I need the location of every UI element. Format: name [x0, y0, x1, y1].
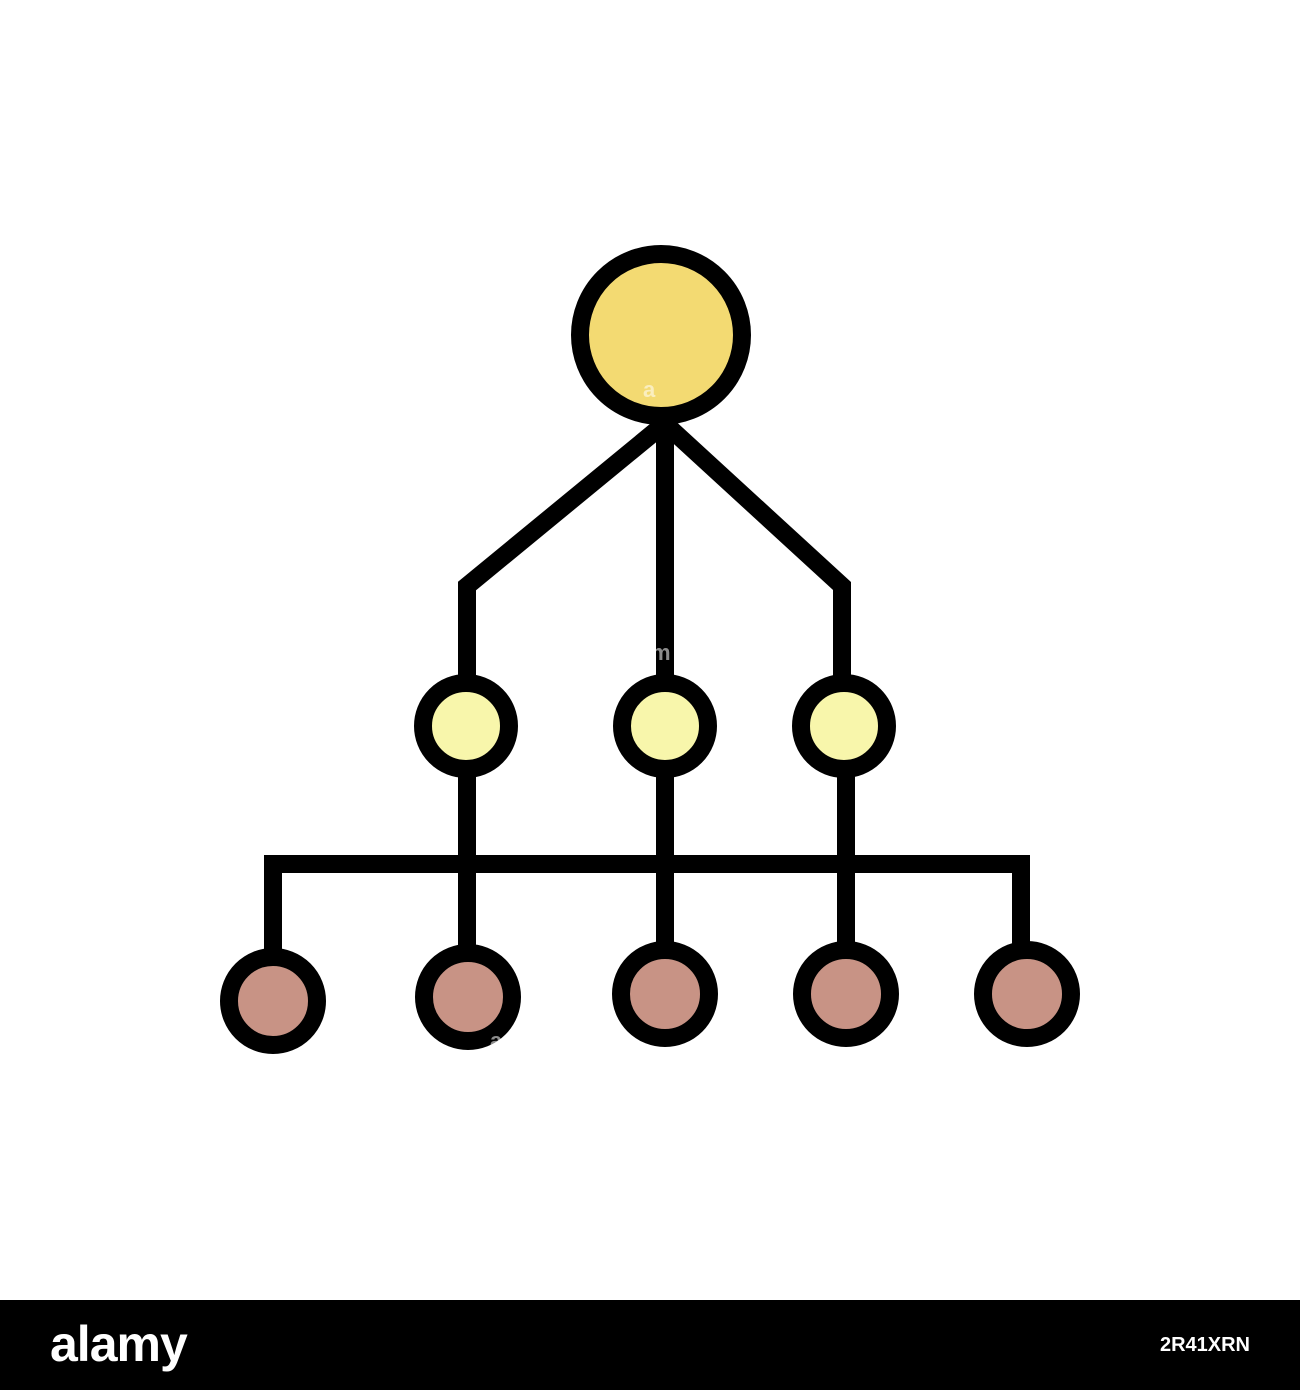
connector-root-left: [458, 413, 675, 684]
node-group: [220, 245, 1080, 1054]
leaf-node-5: [974, 941, 1080, 1047]
footer-bar: alamy 2R41XRN: [0, 1300, 1300, 1390]
watermark-letter-1: a: [643, 377, 656, 402]
middle-node-center: [613, 674, 717, 778]
watermark-letter-3: a: [490, 1028, 503, 1053]
leaf-node-3: [612, 941, 718, 1047]
middle-node-right: [792, 674, 896, 778]
brand-logo[interactable]: alamy: [50, 1316, 188, 1372]
leaf-node-1: [220, 948, 326, 1054]
leaf-node-4: [793, 941, 899, 1047]
image-id: 2R41XRN: [1159, 1334, 1250, 1356]
hierarchy-icon: a m a: [220, 245, 1080, 1054]
root-node: [571, 245, 751, 425]
connector-bus: [264, 855, 1030, 960]
watermark-letter-2: m: [651, 640, 671, 665]
leaf-node-2: [415, 944, 521, 1050]
middle-node-left: [414, 674, 518, 778]
connector-root-right: [654, 413, 851, 684]
